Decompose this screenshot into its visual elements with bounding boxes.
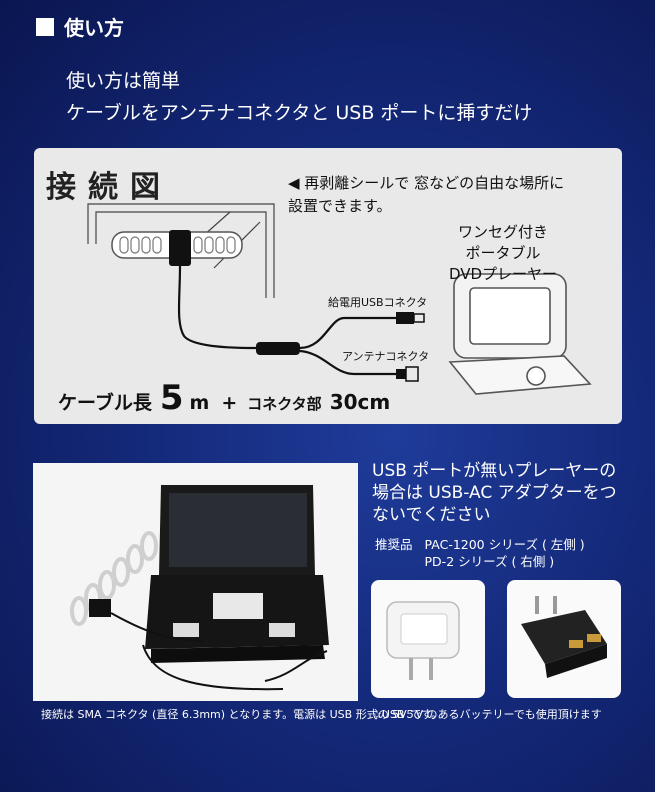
antenna-connector-icon [396, 366, 419, 382]
cable-length-value: 5 [159, 378, 184, 418]
pd-2-photo [507, 580, 621, 698]
recommended-item: PAC-1200 シリーズ ( 左側 ) [424, 537, 585, 552]
product-photo [33, 463, 358, 701]
antenna-cable [177, 265, 396, 376]
device-label-line-1: ワンセグ付き [457, 223, 548, 241]
intro-line-1: 使い方は簡単 [66, 70, 181, 92]
connection-diagram-drawing [87, 203, 592, 395]
usb-connector-label: 給電用USBコネクタ [328, 296, 428, 309]
battery-caption: ☆USB５V のあるバッテリーでも使用頂けます [372, 708, 602, 721]
connection-diagram-panel: 接続図 ◀ 再剥離シールで 窓などの自由な場所に 設置できます。 [34, 148, 622, 424]
section-heading-text: 使い方 [64, 16, 124, 40]
cable-length: ケーブル長 5 m + コネクタ部 30cm [58, 378, 390, 418]
pac-1200-photo [371, 580, 485, 698]
dvd-player-icon [448, 273, 592, 395]
recommended-item: PD-2 シリーズ ( 右側 ) [424, 554, 555, 569]
cable-length-label: ケーブル長 [58, 392, 152, 414]
antenna-connector-label: アンテナコネクタ [342, 350, 430, 363]
device-label: ワンセグ付き ポータブル DVDプレーヤー [432, 222, 574, 285]
cable-length-unit: m [189, 392, 210, 414]
square-bullet-icon [36, 17, 54, 36]
placement-note-line-1: ◀ 再剥離シールで 窓などの自由な場所に [288, 174, 565, 192]
placement-note-line-2: 設置できます。 [288, 197, 392, 215]
intro-line-2: ケーブルをアンテナコネクタと USB ポートに挿すだけ [66, 102, 533, 124]
connector-part-label: コネクタ部 [247, 395, 322, 413]
device-label-line-3: DVDプレーヤー [448, 265, 558, 283]
placement-note: ◀ 再剥離シールで 窓などの自由な場所に 設置できます。 [288, 172, 564, 218]
plus-sign: + [221, 392, 238, 414]
cable-junction [256, 342, 300, 355]
ac-adapter-icon [386, 601, 460, 680]
dvd-player-photo [33, 463, 358, 701]
connector-caption: 接続は SMA コネクタ (直径 6.3mm) となります。電源は USB 形式… [41, 708, 443, 721]
connector-part-value: 30cm [329, 390, 391, 414]
antenna-icon [111, 230, 243, 266]
section-heading: 使い方 [36, 12, 124, 41]
usb-plug-icon [396, 312, 425, 324]
ac-adapter-icon [521, 596, 607, 678]
usb-note-line-2: 場合は USB-AC アダプターをつ [372, 483, 617, 503]
device-label-line-2: ポータブル [465, 244, 541, 262]
usb-note-line-3: ないでください [372, 505, 491, 525]
usb-note-line-1: USB ポートが無いプレーヤーの [372, 461, 617, 481]
diagram-title: 接続図 [46, 170, 172, 205]
usb-adapter-note: USB ポートが無いプレーヤーの 場合は USB-AC アダプターをつ ないでく… [372, 460, 642, 526]
recommended-label: 推奨品 [375, 537, 413, 552]
recommended-products: 推奨品 PAC-1200 シリーズ ( 左側 ) PD-2 シリーズ ( 右側 … [375, 536, 585, 570]
